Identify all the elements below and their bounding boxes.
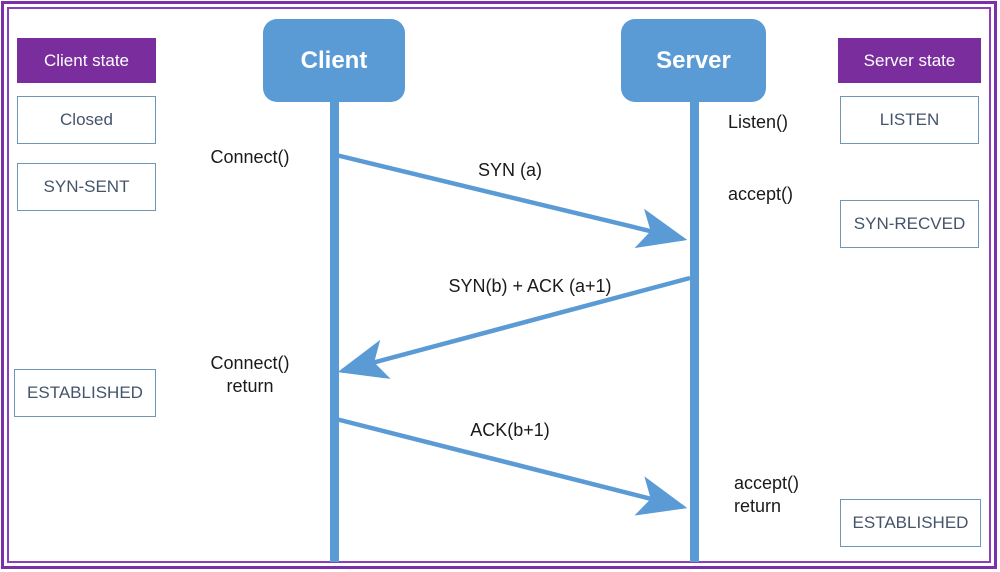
server-call-accept-return: accept() return bbox=[734, 473, 800, 517]
lifeline-client bbox=[330, 100, 339, 562]
server-call-accept: accept() bbox=[728, 184, 794, 204]
server-state-listen-label: LISTEN bbox=[879, 110, 940, 129]
server-state-established-label: ESTABLISHED bbox=[852, 513, 969, 532]
client-state-closed-label: Closed bbox=[60, 110, 113, 129]
server-state-established: ESTABLISHED bbox=[840, 499, 981, 547]
client-state-closed: Closed bbox=[17, 96, 156, 144]
client-state-header: Client state bbox=[17, 38, 156, 83]
server-state-syn-recved: SYN-RECVED bbox=[840, 200, 979, 248]
server-state-header: Server state bbox=[838, 38, 981, 83]
message-label-syn-ack: SYN(b) + ACK (a+1) bbox=[448, 276, 612, 296]
client-state-established: ESTABLISHED bbox=[14, 369, 156, 417]
client-state-syn-sent-label: SYN-SENT bbox=[43, 177, 130, 196]
client-call-connect: Connect() bbox=[210, 147, 290, 167]
server-state-header-label: Server state bbox=[863, 50, 956, 70]
client-call-connect-return: Connect() return bbox=[210, 353, 290, 397]
actor-client-label: Client bbox=[300, 46, 368, 74]
server-state-listen: LISTEN bbox=[840, 96, 979, 144]
message-label-syn: SYN (a) bbox=[477, 160, 542, 180]
lifeline-server bbox=[690, 100, 699, 562]
actor-server-label: Server bbox=[656, 46, 731, 74]
actor-client[interactable]: Client bbox=[263, 19, 405, 102]
client-state-header-label: Client state bbox=[43, 50, 130, 70]
client-state-established-label: ESTABLISHED bbox=[27, 383, 143, 402]
server-state-syn-recved-label: SYN-RECVED bbox=[853, 214, 966, 233]
server-call-listen: Listen() bbox=[728, 112, 789, 132]
message-label-ack: ACK(b+1) bbox=[470, 420, 550, 440]
actor-server[interactable]: Server bbox=[621, 19, 766, 102]
client-state-syn-sent: SYN-SENT bbox=[17, 163, 156, 211]
diagram-inner-border bbox=[7, 7, 991, 563]
